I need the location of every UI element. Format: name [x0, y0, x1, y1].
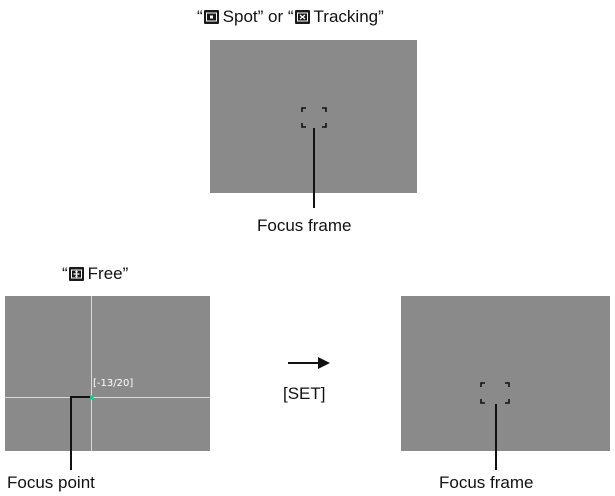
spot-af-icon	[203, 10, 219, 24]
free-label: Free	[87, 264, 123, 283]
result-focus-frame-label: Focus frame	[439, 473, 534, 492]
focus-point-marker	[89, 395, 94, 400]
result-focus-frame-marks	[480, 382, 510, 404]
set-button-label: [SET]	[283, 384, 326, 403]
close-quote: ”	[378, 7, 384, 26]
result-screen	[401, 296, 610, 451]
free-open-quote: “	[62, 264, 68, 283]
free-screen: [-13/20]	[5, 296, 210, 451]
result-focus-frame-leader-line	[495, 404, 497, 470]
tracking-label: Tracking	[313, 7, 379, 26]
focus-point-leader-horizontal	[70, 396, 90, 398]
focus-frame-label: Focus frame	[257, 216, 352, 235]
top-caption: “ Spot ” or “ Tracking ”	[197, 7, 384, 27]
spot-label: Spot	[222, 7, 258, 26]
focus-point-label: Focus point	[7, 473, 95, 492]
caption-connector: ” or “	[257, 7, 294, 26]
free-close-quote: ”	[122, 264, 129, 283]
open-quote: “	[197, 7, 203, 26]
free-af-icon	[68, 267, 84, 281]
right-arrow-icon	[288, 357, 330, 369]
crosshair	[5, 296, 210, 451]
free-caption: “ Free ”	[62, 264, 128, 284]
tracking-af-icon	[294, 10, 310, 24]
focus-point-coordinates: [-13/20]	[93, 378, 134, 389]
focus-frame-marks	[301, 107, 327, 128]
focus-point-leader-vertical	[70, 396, 72, 470]
focus-frame-leader-line	[313, 128, 315, 208]
